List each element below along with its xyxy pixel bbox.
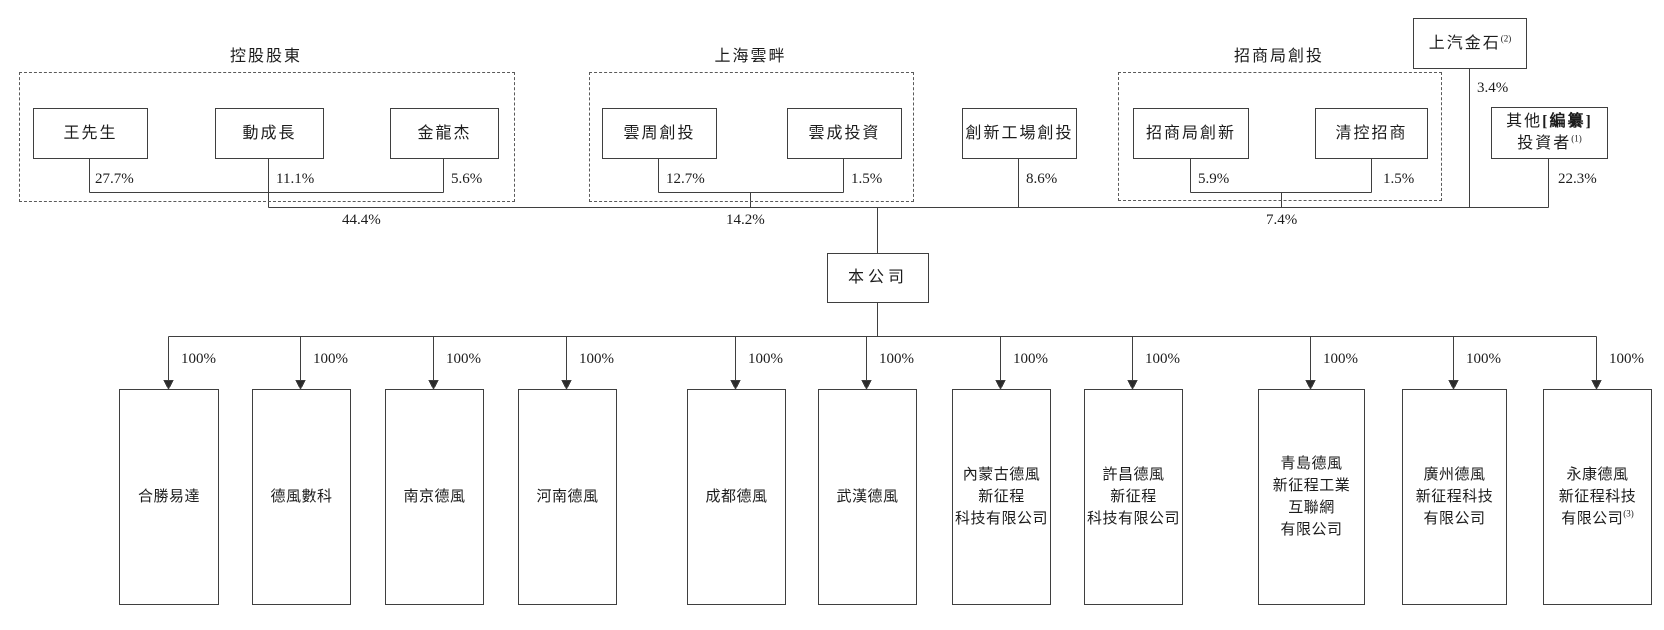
ownership-pct-100: 100% (1323, 351, 1358, 367)
company-name: 本公司 (847, 269, 908, 286)
footnote-ref-3: (3) (1623, 508, 1634, 519)
subsidiary-name: 合勝易達 (137, 489, 200, 505)
subsidiary-box-6: 武漢德風 (818, 389, 917, 605)
group-total-pct: 14.2% (726, 212, 765, 228)
shareholder-name: 招商局創新 (1145, 124, 1236, 142)
box-dong-cheng-zhang: 動成長 (215, 108, 324, 159)
ownership-pct-100: 100% (181, 351, 216, 367)
subsidiary-box-7: 內蒙古德風 新征程 科技有限公司 (952, 389, 1051, 605)
ownership-pct-100: 100% (879, 351, 914, 367)
ownership-pct: 1.5% (851, 171, 883, 187)
subsidiary-box-3: 南京德風 (385, 389, 484, 605)
group-total-pct: 44.4% (342, 212, 381, 228)
group-title-controlling-shareholders: 控股股東 (229, 48, 302, 65)
other-investors-line2: 投資者(1) (1517, 133, 1582, 152)
shareholder-name: 清控招商 (1335, 124, 1408, 142)
group3-connectors (1190, 157, 1372, 208)
box-jin-long-jie: 金龍杰 (390, 108, 499, 159)
ownership-pct: 22.3% (1558, 171, 1597, 187)
box-cmc-innovation: 招商局創新 (1133, 108, 1249, 159)
ownership-pct-100: 100% (1609, 351, 1644, 367)
box-yuncheng-investment: 雲成投資 (787, 108, 902, 159)
subsidiary-box-9: 青島德風 新征程工業 互聯網 有限公司 (1258, 389, 1365, 605)
subsidiary-name: 河南德風 (536, 489, 599, 505)
box-wang-xiansheng: 王先生 (33, 108, 148, 159)
box-other-investors: 其他[編纂] 投資者(1) (1491, 107, 1608, 159)
box-tsinghua-cm: 清控招商 (1315, 108, 1428, 159)
ownership-pct-100: 100% (1013, 351, 1048, 367)
shareholder-name: 動成長 (242, 124, 297, 142)
group1-connectors (89, 157, 444, 208)
group-outline-cmc-ventures (1118, 72, 1442, 201)
ownership-pct-100: 100% (579, 351, 614, 367)
subsidiary-box-4: 河南德風 (518, 389, 617, 605)
subsidiary-name: 德風數科 (270, 489, 333, 505)
shareholder-name: 金龍杰 (417, 124, 472, 142)
shareholder-name: 創新工場創投 (965, 124, 1074, 142)
subsidiary-name: 永康德風 新征程科技 有限公司 (1558, 467, 1637, 527)
ownership-pct: 3.4% (1477, 80, 1509, 96)
subsidiary-name: 南京德風 (403, 489, 466, 505)
subsidiary-name: 武漢德風 (836, 489, 899, 505)
ownership-pct-100: 100% (1466, 351, 1501, 367)
subsidiary-box-11: 永康德風 新征程科技 有限公司(3) (1543, 389, 1652, 605)
box-saic-jinshi: 上汽金石(2) (1413, 18, 1527, 69)
group-outline-shanghai-yunpan (589, 72, 914, 202)
ownership-pct: 5.9% (1198, 171, 1230, 187)
group2-connectors (658, 157, 844, 208)
group-outline-controlling-shareholders (19, 72, 515, 202)
ownership-pct: 11.1% (276, 171, 315, 187)
subsidiary-arrows (163, 336, 1602, 391)
shareholder-name: 王先生 (63, 124, 118, 142)
footnote-ref-1: (1) (1571, 133, 1582, 144)
box-company: 本公司 (827, 253, 929, 303)
ownership-pct: 1.5% (1383, 171, 1415, 187)
ownership-pct-100: 100% (446, 351, 481, 367)
ownership-pct: 27.7% (95, 171, 134, 187)
ownership-pct-100: 100% (1145, 351, 1180, 367)
ownership-pct: 12.7% (666, 171, 705, 187)
shareholder-name: 上汽金石 (1428, 34, 1501, 52)
ownership-pct: 5.6% (451, 171, 483, 187)
subsidiary-name: 內蒙古德風 新征程 科技有限公司 (954, 467, 1048, 527)
box-innovation-works: 創新工場創投 (962, 108, 1077, 159)
ownership-pct-100: 100% (313, 351, 348, 367)
box-yunzhou-ventures: 雲周創投 (602, 108, 717, 159)
main-bus-line (268, 207, 1549, 253)
subsidiary-name: 青島德風 新征程工業 互聯網 有限公司 (1272, 456, 1351, 538)
subsidiary-box-2: 德風數科 (252, 389, 351, 605)
subsidiary-box-5: 成都德風 (687, 389, 786, 605)
subsidiary-box-1: 合勝易達 (119, 389, 219, 605)
subsidiary-name: 成都德風 (705, 489, 768, 505)
redacted-placeholder: [編纂] (1542, 113, 1593, 130)
shareholder-name: 雲成投資 (808, 124, 881, 142)
ownership-pct-100: 100% (748, 351, 783, 367)
group-title-shanghai-yunpan: 上海雲畔 (714, 48, 787, 65)
subsidiary-box-8: 許昌德風 新征程 科技有限公司 (1084, 389, 1183, 605)
group-total-pct: 7.4% (1266, 212, 1298, 228)
subsidiary-name: 許昌德風 新征程 科技有限公司 (1086, 467, 1180, 527)
subsidiary-bus-line (168, 301, 1597, 337)
standalone-shareholder-connectors (1018, 67, 1549, 208)
subsidiary-box-10: 廣州德風 新征程科技 有限公司 (1402, 389, 1507, 605)
ownership-pct: 8.6% (1026, 171, 1058, 187)
footnote-ref-2: (2) (1500, 33, 1512, 44)
other-investors-line1: 其他[編纂] (1506, 113, 1593, 130)
group-title-cmc-ventures: 招商局創投 (1233, 48, 1324, 65)
shareholder-name: 雲周創投 (623, 124, 696, 142)
subsidiary-name: 廣州德風 新征程科技 有限公司 (1415, 467, 1494, 527)
